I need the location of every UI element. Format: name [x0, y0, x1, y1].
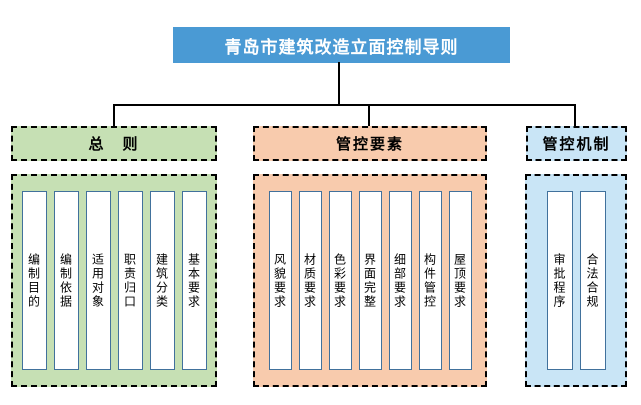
item-box: 基本要求 — [181, 191, 207, 370]
item-box: 审批程序 — [546, 191, 573, 370]
item-box: 职责归口 — [117, 191, 143, 370]
item-box: 适用对象 — [85, 191, 111, 370]
item-box: 屋顶要求 — [448, 191, 472, 370]
item-box: 合法合规 — [579, 191, 606, 370]
item-box: 界面完整 — [358, 191, 382, 370]
item-box: 风貌要求 — [268, 191, 292, 370]
branch-header-mechanism: 管控机制 — [526, 126, 627, 161]
item-box: 构件管控 — [418, 191, 442, 370]
item-box: 编制依据 — [53, 191, 79, 370]
connector-drop-mechanism — [574, 104, 576, 128]
item-box: 建筑分类 — [149, 191, 175, 370]
item-box: 编制目的 — [21, 191, 47, 370]
branch-container-mechanism: 审批程序 合法合规 — [525, 174, 627, 387]
branch-header-elements: 管控要素 — [253, 126, 487, 161]
connector-drop-elements — [368, 104, 370, 128]
branch-container-elements: 风貌要求 材质要求 色彩要求 界面完整 细部要求 构件管控 屋顶要求 — [253, 174, 487, 387]
root-node-title: 青岛市建筑改造立面控制导则 — [173, 27, 510, 63]
connector-horizontal — [113, 104, 576, 106]
connector-drop-general — [113, 104, 115, 128]
item-box: 细部要求 — [388, 191, 412, 370]
item-box: 色彩要求 — [328, 191, 352, 370]
connector-root-vertical — [338, 62, 340, 106]
item-box: 材质要求 — [298, 191, 322, 370]
branch-container-general: 编制目的 编制依据 适用对象 职责归口 建筑分类 基本要求 — [11, 174, 217, 387]
branch-header-general: 总 则 — [11, 126, 217, 161]
